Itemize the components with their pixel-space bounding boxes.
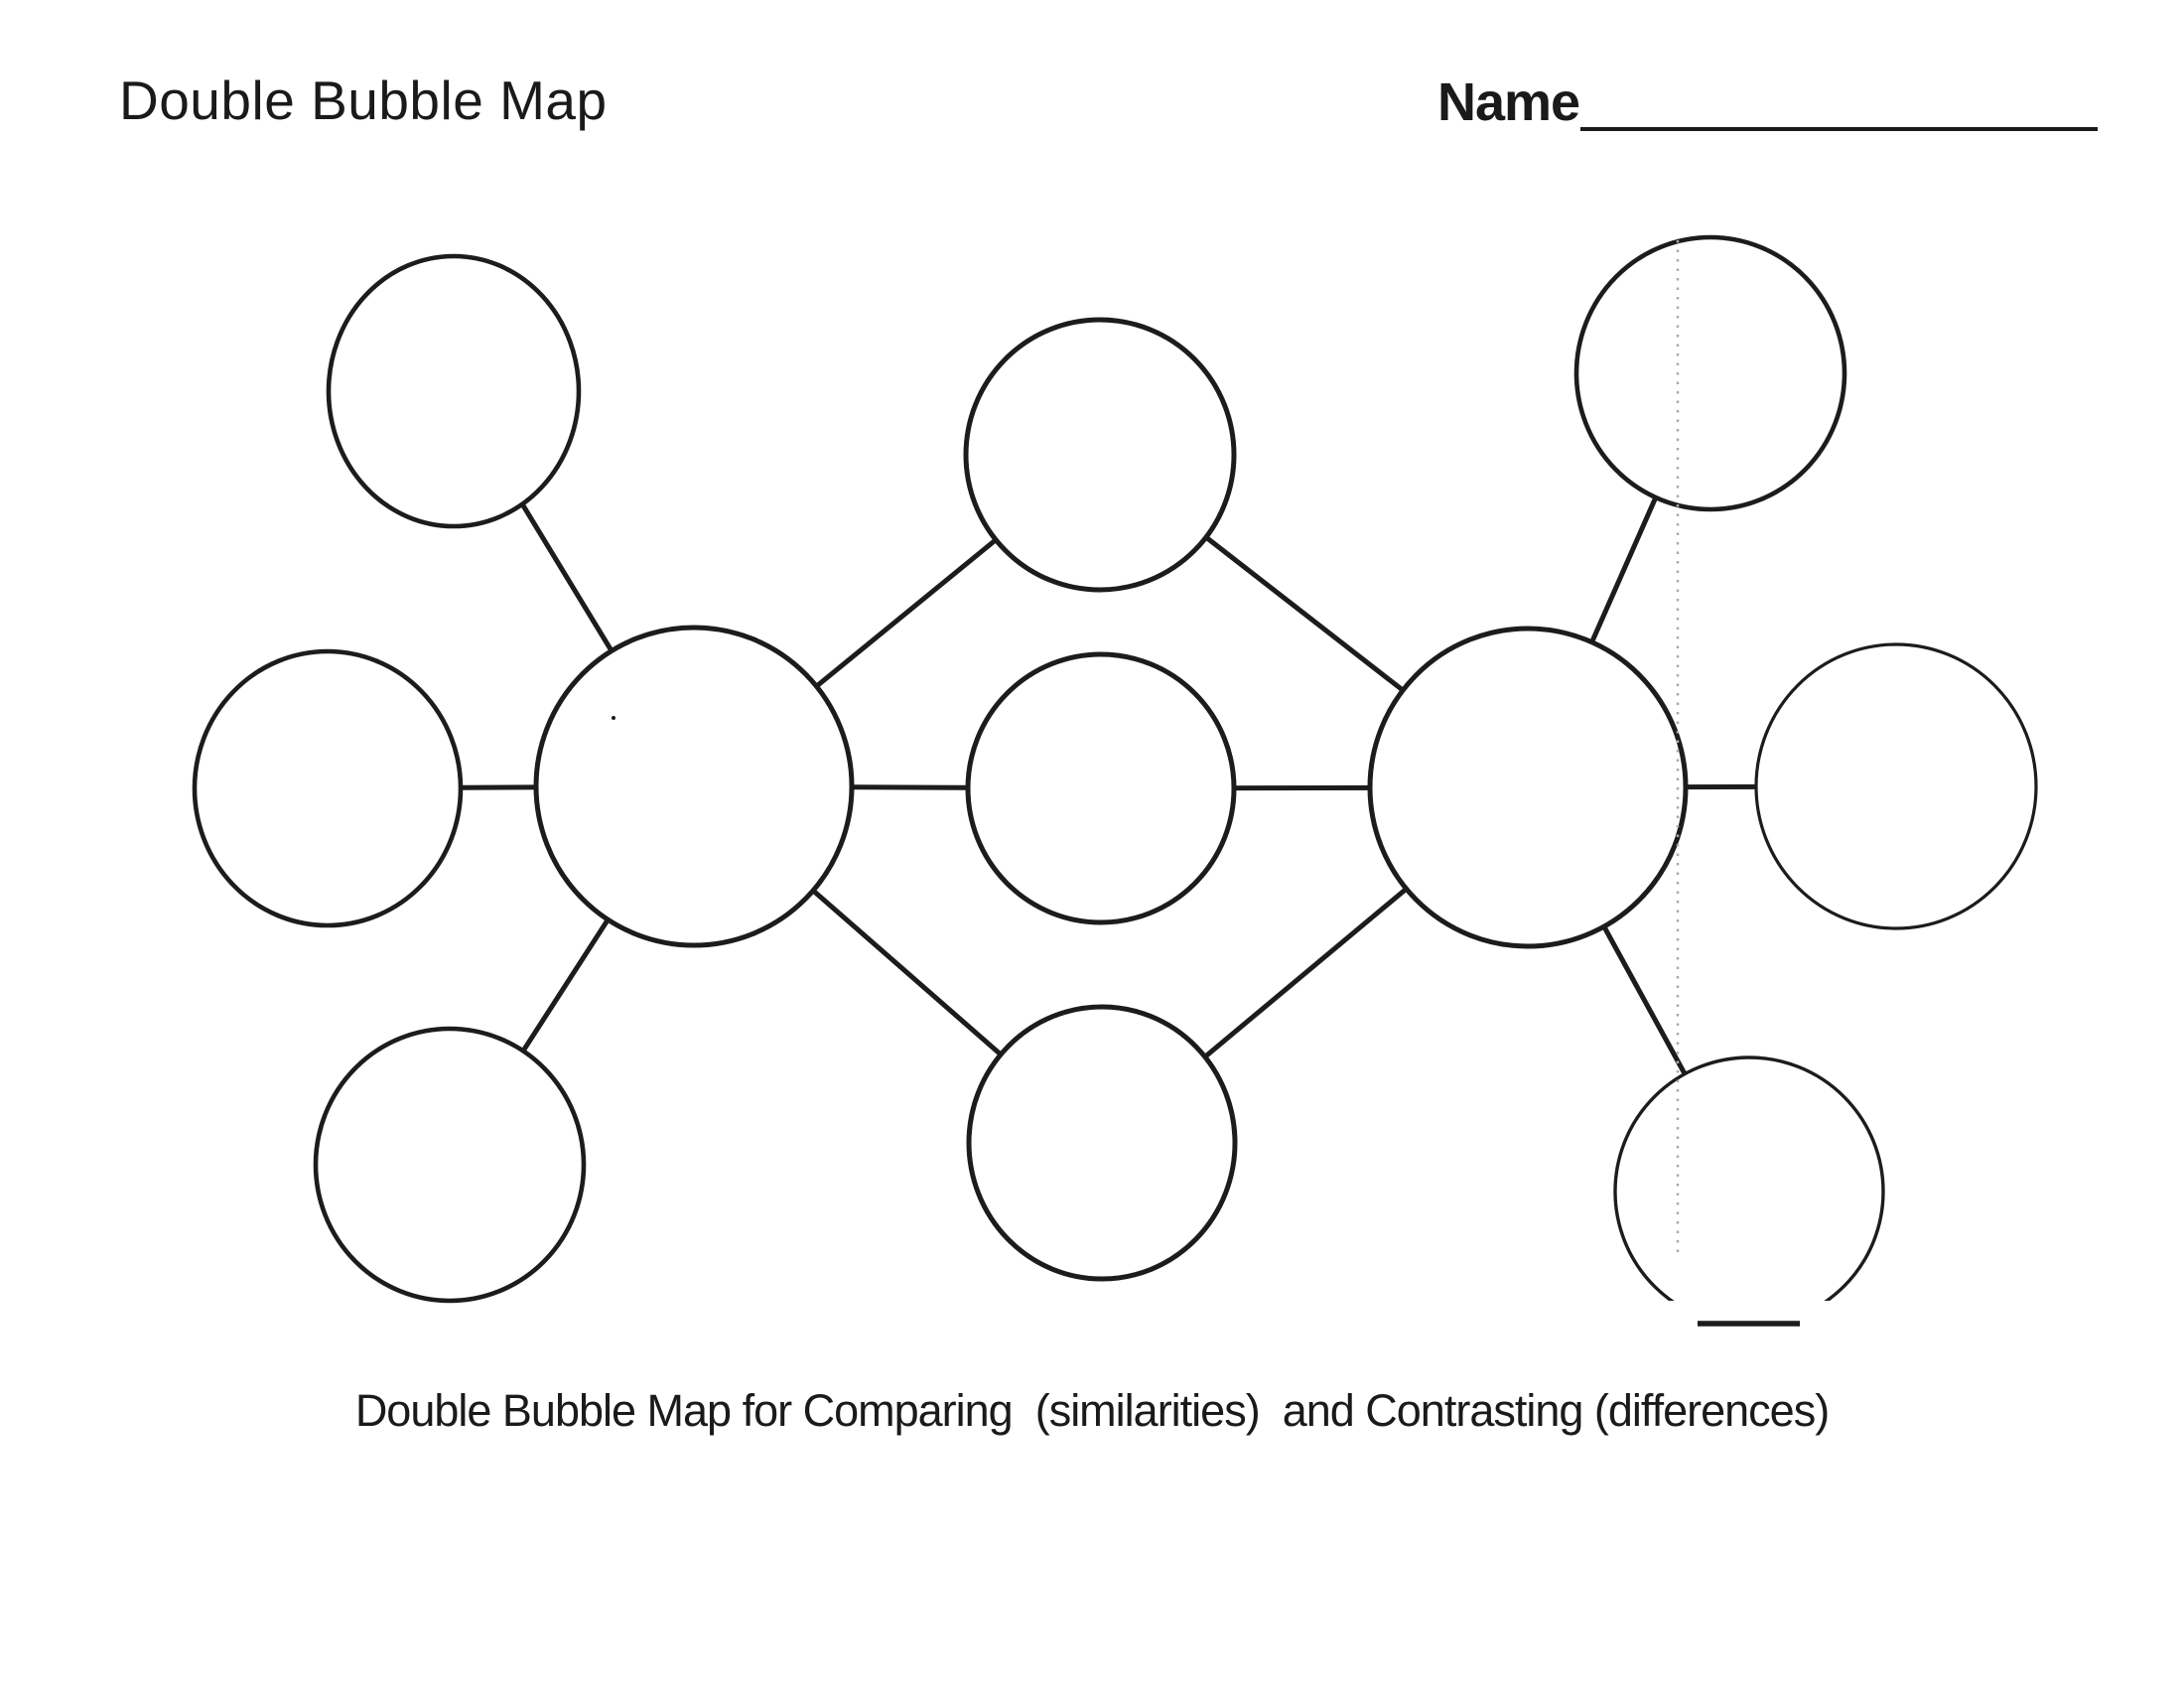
bubble-left-diff-mid[interactable] xyxy=(192,648,464,928)
bubble-right-diff-bottom[interactable] xyxy=(1613,1055,1885,1326)
bubble-left-topic[interactable] xyxy=(533,625,855,948)
bubble-right-topic[interactable] xyxy=(1367,626,1689,949)
caption: Double Bubble Map for Comparing (similar… xyxy=(354,1385,1830,1436)
page-title: Double Bubble Map xyxy=(119,70,608,131)
bubble-left-diff-bottom[interactable] xyxy=(313,1026,587,1304)
name-label: Name xyxy=(1437,72,1580,132)
scan-artifact-ink-speck xyxy=(612,716,615,720)
name-fill-in-line[interactable] xyxy=(1580,95,2098,131)
bubble-left-diff-top[interactable] xyxy=(326,253,582,529)
bubble-similarity-bottom[interactable] xyxy=(966,1004,1238,1282)
bubble-similarity-middle[interactable] xyxy=(965,651,1237,925)
bubble-similarity-top[interactable] xyxy=(963,317,1237,593)
bubble-right-diff-top[interactable] xyxy=(1573,234,1847,512)
bubble-right-diff-mid[interactable] xyxy=(1754,642,2038,930)
